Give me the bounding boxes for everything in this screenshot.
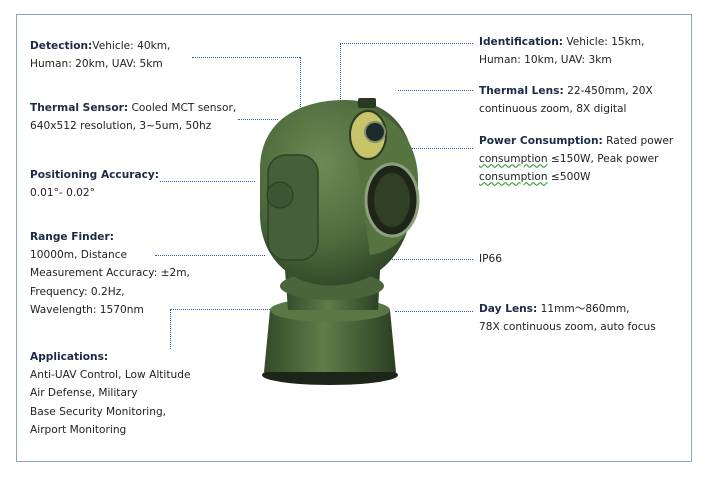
spec-label: Positioning Accuracy: [30, 169, 160, 181]
spec-label: Thermal Lens: [479, 85, 564, 97]
leader-ip [385, 259, 473, 260]
spec-label: Identification: [479, 36, 563, 48]
spec-thermal-sensor: Thermal Sensor: Cooled MCT sensor, 640x5… [30, 102, 237, 133]
spec-label: Thermal Sensor: [30, 102, 129, 114]
spec-label: Detection: [30, 40, 93, 52]
leader-identification [340, 43, 473, 44]
base-pedestal [264, 310, 396, 372]
spec-power-consumption: Power Consumption: Rated power consumpti… [479, 135, 674, 184]
leader-applications [170, 309, 270, 310]
leader-detection [192, 57, 300, 58]
ptz-camera-illustration [259, 98, 420, 385]
leader-thermal-sensor [238, 119, 278, 120]
side-knob [266, 181, 294, 209]
spec-label: Range Finder: [30, 231, 114, 243]
leader-detection-drop [300, 57, 301, 107]
leader-identification-drop [340, 43, 341, 103]
side-panel [267, 154, 319, 261]
spec-ip-rating: IP66 [479, 253, 502, 265]
day-lens-glass [374, 173, 410, 227]
spec-identification: Identification: Vehicle: 15km, Human: 10… [479, 36, 645, 67]
spec-thermal-lens: Thermal Lens: 22-450mm, 20X continuous z… [479, 85, 653, 116]
image-frame [16, 14, 692, 462]
leader-day-lens [395, 311, 473, 312]
top-sensor [358, 98, 376, 108]
leader-range-finder [155, 255, 265, 256]
leader-power [408, 148, 473, 149]
spec-label: Applications: [30, 351, 109, 363]
spec-positioning-accuracy: Positioning Accuracy: 0.01°- 0.02° [30, 169, 160, 200]
spec-detection: Detection:Vehicle: 40km, Human: 20km, UA… [30, 40, 171, 71]
leader-positioning [160, 181, 255, 182]
leader-applications-drop [170, 309, 171, 349]
thermal-lens-icon [364, 121, 386, 143]
spec-label: Power Consumption: [479, 135, 603, 147]
leader-thermal-lens [398, 90, 473, 91]
spec-range-finder: Range Finder: 10000m, Distance Measureme… [30, 231, 190, 316]
spec-day-lens: Day Lens: 11mm～860mm, 78X continuous zoo… [479, 303, 656, 334]
spec-label: Day Lens: [479, 303, 538, 315]
spec-applications: Applications: Anti-UAV Control, Low Alti… [30, 351, 191, 436]
